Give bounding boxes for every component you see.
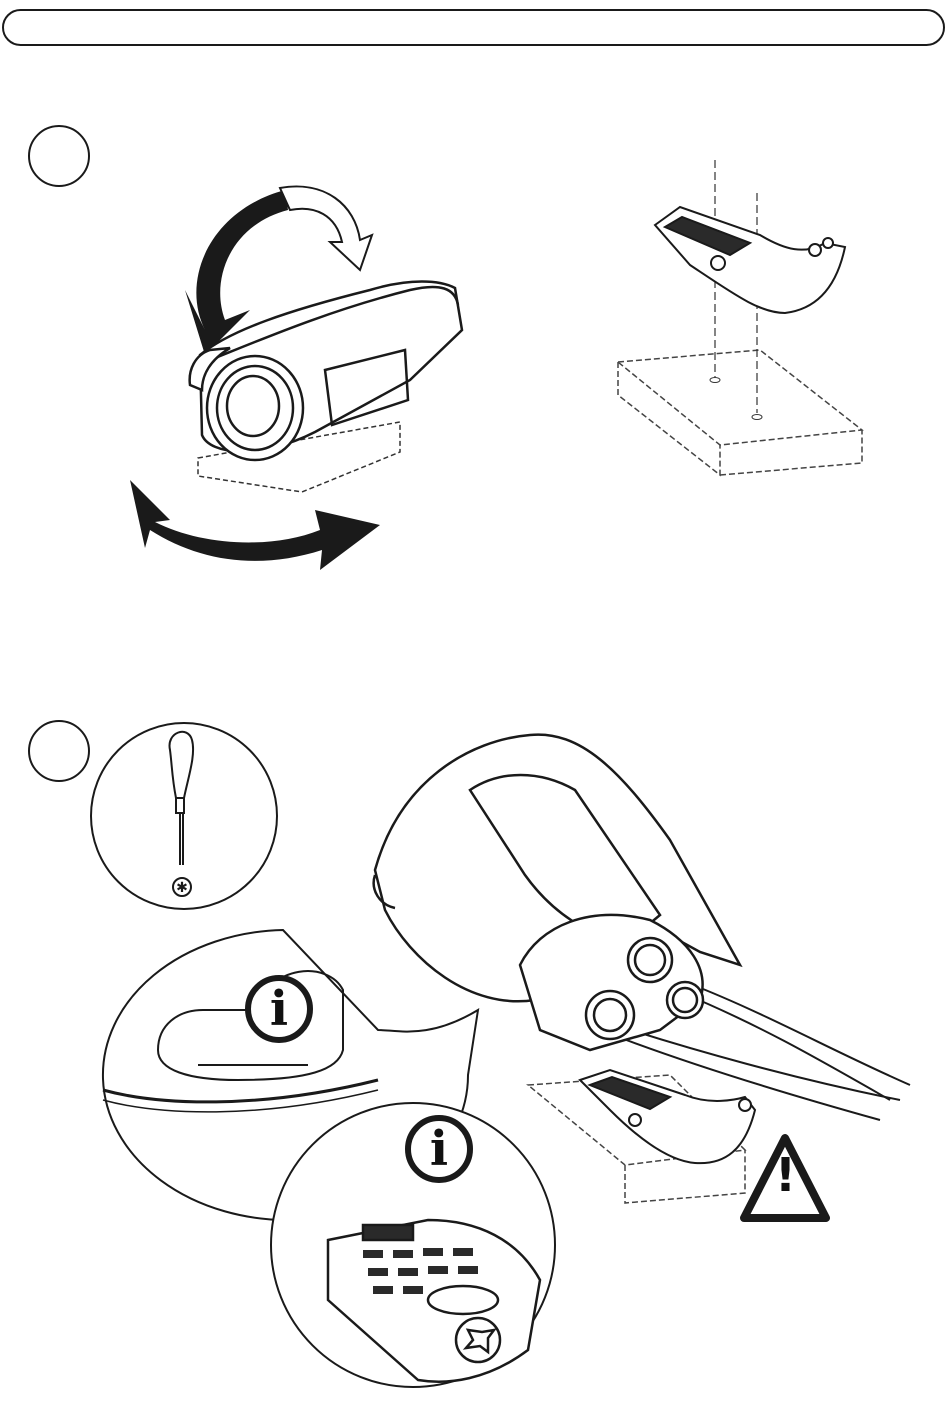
- warning-symbol: !: [738, 1148, 833, 1202]
- screw-hole-1: [710, 378, 720, 383]
- step-2-badge: [28, 720, 90, 782]
- mounting-surface: [618, 350, 862, 475]
- info-icon: i: [245, 975, 313, 1043]
- screw-hole-2: [752, 415, 762, 420]
- pan-arrow-icon: [130, 480, 380, 570]
- bracket-icon: [655, 207, 845, 313]
- camera-body-icon: [190, 282, 462, 461]
- mount-bracket-illustration: [610, 155, 870, 485]
- svg-text:✱: ✱: [176, 880, 188, 896]
- info-icon-2: i: [405, 1115, 473, 1183]
- camera-pan-tilt-illustration: [110, 170, 510, 590]
- step-1-badge: [28, 125, 90, 187]
- tilt-arrow-outline-icon: [280, 187, 372, 270]
- header-bar: [2, 9, 945, 46]
- screwdriver-callout: ✱: [88, 720, 280, 912]
